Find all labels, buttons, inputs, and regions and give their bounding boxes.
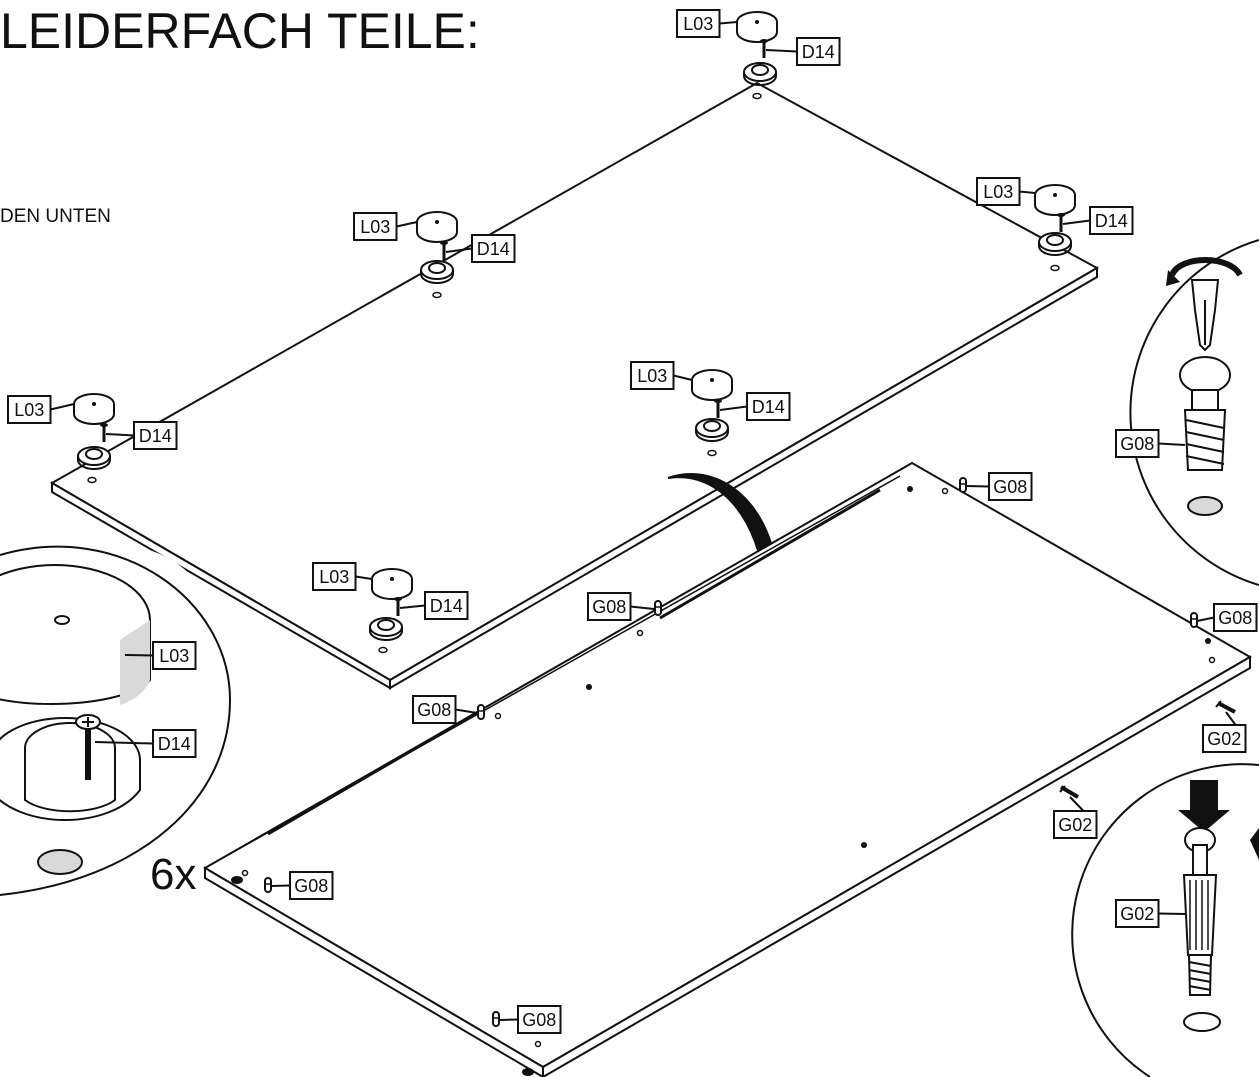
foot-assembly-3 bbox=[416, 211, 458, 284]
callout-label: D14 bbox=[477, 239, 510, 259]
callout-screw-8: D14 bbox=[105, 421, 178, 450]
callout-dowel-13: G08 bbox=[965, 472, 1033, 501]
page-subtitle: DEN UNTEN bbox=[0, 206, 111, 227]
part-callouts: L03D14L03D14L03D14L03D14L03D14L03D14G08G… bbox=[7, 9, 1258, 1034]
callout-foot-cap-3: L03 bbox=[976, 177, 1036, 206]
callout-screw-6: D14 bbox=[445, 234, 516, 263]
callout-screw-2: D14 bbox=[765, 37, 841, 66]
dowel-3 bbox=[1190, 612, 1198, 628]
dowel-1 bbox=[959, 477, 967, 493]
foot-assembly-1 bbox=[736, 11, 778, 86]
callout-label: G08 bbox=[294, 876, 328, 896]
callout-label: D14 bbox=[430, 596, 463, 616]
callout-screw-10: D14 bbox=[719, 392, 791, 421]
callout-label: G02 bbox=[1207, 729, 1241, 749]
callout-label: G02 bbox=[1058, 815, 1092, 835]
detail-foot-glide bbox=[0, 541, 232, 900]
foot-assembly-4 bbox=[73, 393, 115, 470]
callout-foot-cap-11: L03 bbox=[312, 562, 373, 591]
callout-label: D14 bbox=[752, 397, 785, 417]
detail-dowel-insertion bbox=[1129, 239, 1259, 586]
callout-cam-bolt-19: G02 bbox=[1053, 796, 1098, 839]
cam-bolt-2 bbox=[1215, 700, 1236, 714]
callout-dowel-23: G08 bbox=[1115, 429, 1186, 458]
foot-assembly-2 bbox=[1034, 184, 1076, 256]
callout-label: G08 bbox=[1120, 434, 1154, 454]
callout-label: D14 bbox=[802, 42, 835, 62]
callout-foot-cap-9: L03 bbox=[630, 361, 693, 390]
page-title: LEIDERFACH TEILE: bbox=[0, 3, 480, 59]
callout-label: D14 bbox=[139, 426, 172, 446]
callout-label: D14 bbox=[158, 734, 191, 754]
callout-label: L03 bbox=[360, 217, 390, 237]
callout-label: D14 bbox=[1095, 211, 1128, 231]
callout-label: L03 bbox=[683, 14, 713, 34]
callout-label: L03 bbox=[983, 182, 1013, 202]
dowel-6 bbox=[492, 1011, 500, 1027]
callout-label: G08 bbox=[522, 1010, 556, 1030]
dowel-4 bbox=[477, 704, 485, 720]
top-panel bbox=[49, 81, 1100, 690]
callout-dowel-17: G08 bbox=[270, 871, 334, 900]
callout-cam-bolt-20: G02 bbox=[1202, 711, 1247, 753]
callout-label: L03 bbox=[319, 567, 349, 587]
detail-cam-bolt bbox=[1071, 763, 1259, 1077]
callout-foot-cap-7: L03 bbox=[7, 395, 75, 424]
callout-label: G08 bbox=[993, 477, 1027, 497]
callout-label: L03 bbox=[637, 366, 667, 386]
callout-dowel-18: G08 bbox=[498, 1005, 562, 1034]
callout-foot-cap-5: L03 bbox=[353, 212, 418, 241]
callout-dowel-14: G08 bbox=[587, 592, 655, 621]
callout-label: G08 bbox=[592, 597, 626, 617]
cam-bolt-1 bbox=[1059, 785, 1080, 799]
callout-dowel-16: G08 bbox=[412, 695, 478, 724]
callout-label: G02 bbox=[1120, 904, 1154, 924]
callout-foot-cap-21: L03 bbox=[124, 641, 197, 670]
dowel-5 bbox=[264, 877, 272, 893]
callout-screw-4: D14 bbox=[1062, 206, 1134, 235]
callout-label: L03 bbox=[14, 400, 44, 420]
callout-screw-22: D14 bbox=[94, 729, 197, 758]
callout-cam-bolt-24: G02 bbox=[1115, 899, 1186, 928]
callout-label: G08 bbox=[417, 700, 451, 720]
callout-dowel-15: G08 bbox=[1196, 603, 1258, 632]
callout-screw-12: D14 bbox=[399, 591, 469, 620]
bottom-panel bbox=[203, 461, 1253, 1077]
dowel-2 bbox=[654, 600, 662, 616]
callout-foot-cap-1: L03 bbox=[676, 9, 738, 38]
quantity-label: 6x bbox=[150, 850, 197, 899]
callout-label: G08 bbox=[1218, 608, 1252, 628]
callout-label: L03 bbox=[159, 646, 189, 666]
